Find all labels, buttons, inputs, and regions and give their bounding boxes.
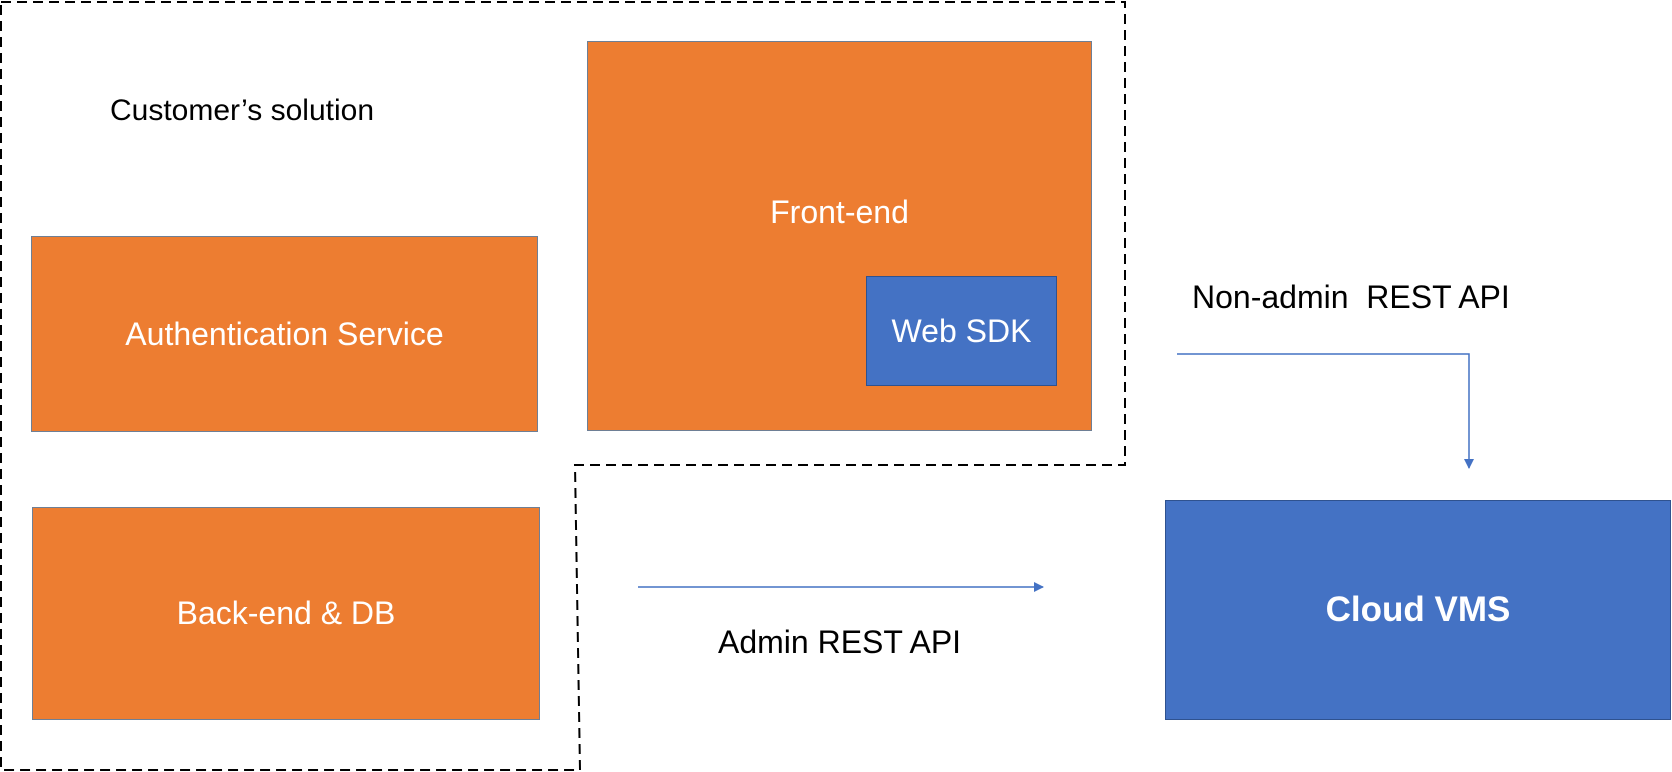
web-sdk-label: Web SDK: [891, 312, 1032, 349]
non-admin-api-arrow: [1177, 353, 1474, 469]
web-sdk-box: Web SDK: [866, 276, 1057, 386]
customer-solution-boundary: [0, 1, 1126, 771]
backend-db-label: Back-end & DB: [176, 595, 396, 631]
cloud-vms-label: Cloud VMS: [1325, 590, 1511, 629]
admin-api-label: Admin REST API: [718, 624, 962, 660]
front-end-label: Front-end: [770, 194, 909, 230]
authentication-service-box: Authentication Service: [31, 236, 538, 432]
cloud-vms-box: Cloud VMS: [1165, 500, 1671, 720]
authentication-service-label: Authentication Service: [125, 315, 444, 352]
backend-db-box: Back-end & DB: [32, 507, 540, 720]
customer-solution-label: Customer’s solution: [110, 94, 375, 127]
non-admin-api-label: Non-admin REST API: [1192, 279, 1510, 315]
